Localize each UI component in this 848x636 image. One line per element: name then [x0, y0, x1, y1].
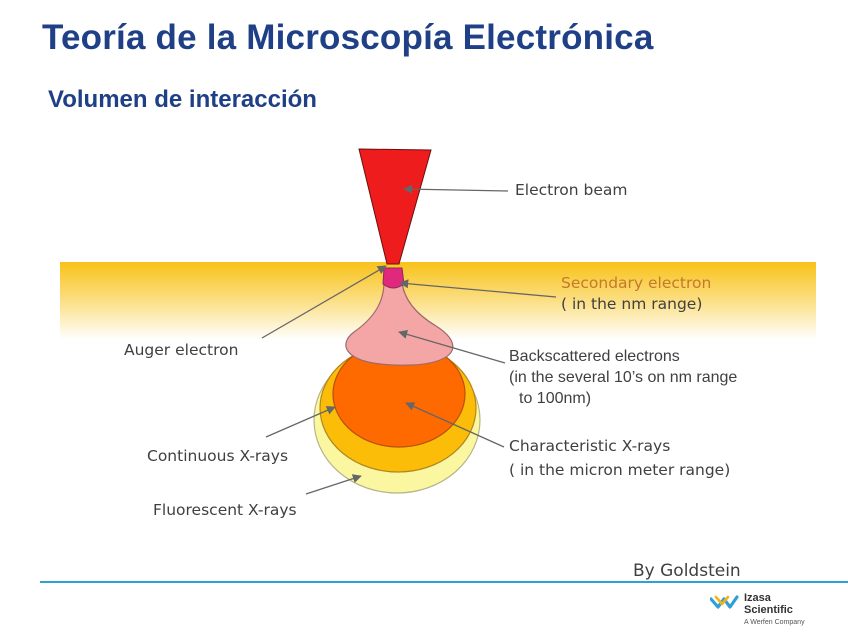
fluorescent-xray-label: Fluorescent X-rays	[153, 501, 297, 519]
logo-wordmark: Izasa Scientific	[744, 592, 793, 616]
logo-line1: Izasa	[744, 592, 771, 604]
characteristic-xray-label-line1: Characteristic X-rays	[509, 437, 671, 455]
fluorescent-xray-leader	[305, 474, 362, 495]
auger-electron-leader	[261, 265, 387, 339]
logo-line2: Scientific	[744, 604, 793, 616]
backscattered-electron-label-line2: (in the several 10’s on nm range	[509, 369, 738, 386]
secondary-electron-label-line1: Secondary electron	[561, 274, 712, 292]
company-logo: Izasa Scientific A Werfen Company	[710, 591, 820, 631]
backscattered-electron-label: Backscattered electrons (in the several …	[509, 346, 737, 409]
logo-mark-icon	[710, 595, 739, 609]
electron-beam-label: Electron beam	[515, 181, 628, 199]
backscattered-electron-zone	[345, 281, 454, 366]
electron-beam	[358, 148, 432, 265]
backscattered-electron-label-line3: to 100nm)	[519, 390, 592, 407]
characteristic-xray-leader	[405, 402, 505, 448]
characteristic-xray-label-line2: ( in the micron meter range)	[509, 461, 731, 479]
backscattered-electron-label-line1: Backscattered electrons	[509, 348, 680, 365]
page-title: Teoría de la Microscopía Electrónica	[42, 18, 654, 57]
secondary-electron-leader	[399, 279, 557, 298]
continuous-xray-label: Continuous X-rays	[147, 447, 289, 465]
page-subtitle: Volumen de interacción	[48, 86, 317, 113]
backscattered-electron-leader	[398, 329, 506, 364]
continuous-xray-leader	[265, 406, 336, 438]
auger-electron-label: Auger electron	[124, 341, 239, 359]
logo-tagline: A Werfen Company	[744, 619, 805, 626]
secondary-electron-label: Secondary electron ( in the nm range)	[561, 273, 711, 315]
characteristic-xray-label: Characteristic X-rays ( in the micron me…	[509, 434, 730, 482]
source-credit: By Goldstein	[633, 561, 741, 581]
electron-beam-leader	[403, 184, 509, 194]
secondary-electron-zone	[382, 267, 405, 289]
footer-divider	[40, 581, 848, 583]
secondary-electron-label-line2: ( in the nm range)	[561, 295, 703, 313]
